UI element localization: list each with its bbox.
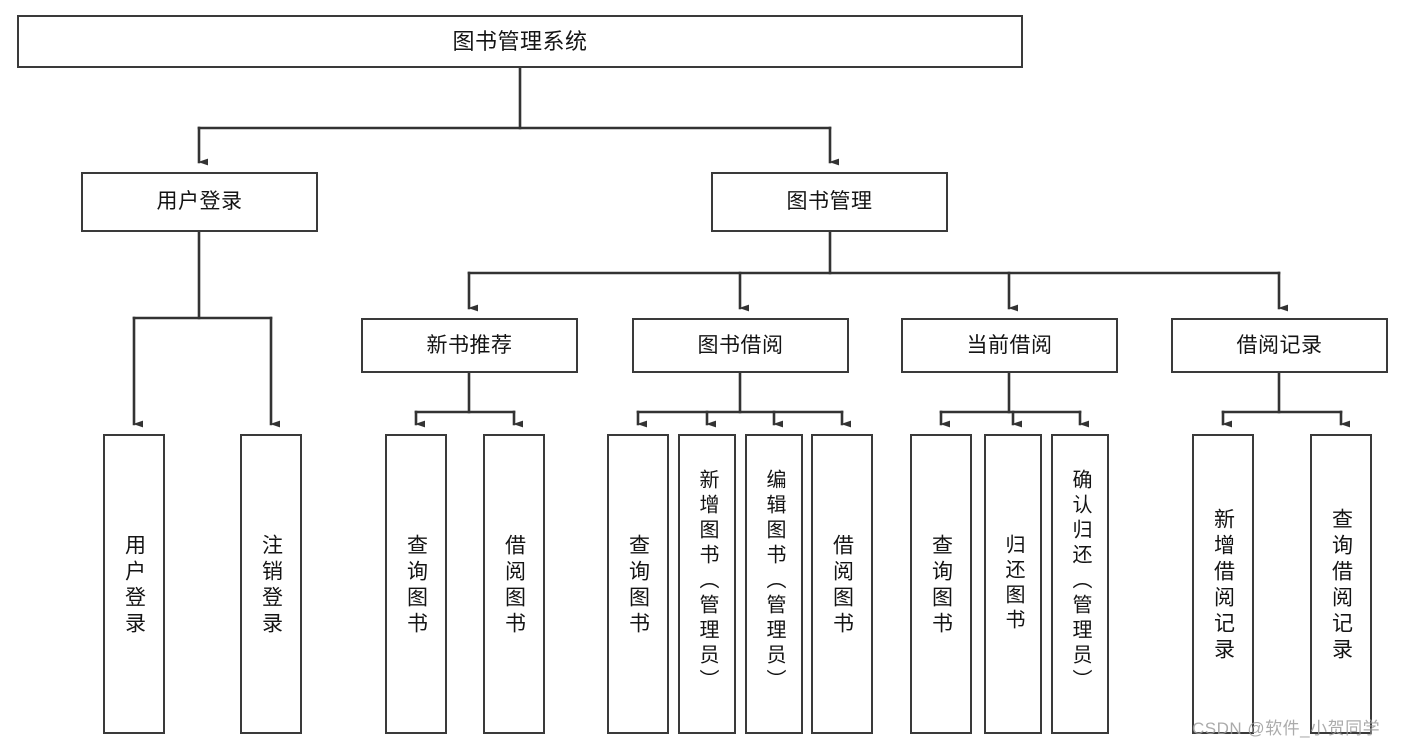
node-book-management[interactable]: 图书管理 [711, 172, 948, 232]
leaf-node-label: 查询图书 [929, 534, 953, 638]
leaf-node-label: 新增图书（管理员） [696, 469, 718, 694]
node-book-management-label: 图书管理 [786, 190, 873, 214]
leaf-node-label: 归还图书 [1002, 534, 1024, 634]
leaf-node[interactable]: 新增借阅记录 [1192, 434, 1254, 734]
node-new-book-recommendation-label: 新书推荐 [426, 333, 513, 357]
leaf-node[interactable]: 新增图书（管理员） [678, 434, 736, 734]
leaf-node[interactable]: 编辑图书（管理员） [745, 434, 803, 734]
leaf-node-label: 查询图书 [404, 534, 428, 638]
node-root-label: 图书管理系统 [452, 28, 588, 54]
leaf-node-label: 编辑图书（管理员） [763, 469, 785, 694]
csdn-watermark: CSDN @软件_小贺同学 [1192, 719, 1381, 738]
leaf-node[interactable]: 用户登录 [103, 434, 165, 734]
node-root-book-management-system[interactable]: 图书管理系统 [17, 15, 1023, 68]
node-borrowing-records-label: 借阅记录 [1236, 333, 1323, 357]
node-borrowing-records[interactable]: 借阅记录 [1171, 318, 1388, 373]
leaf-node-label: 用户登录 [122, 534, 146, 638]
leaf-node[interactable]: 借阅图书 [483, 434, 545, 734]
leaf-node-label: 新增借阅记录 [1211, 508, 1235, 664]
leaf-node[interactable]: 注销登录 [240, 434, 302, 734]
leaf-node[interactable]: 归还图书 [984, 434, 1042, 734]
leaf-node-label: 查询图书 [626, 534, 650, 638]
leaf-node[interactable]: 查询图书 [607, 434, 669, 734]
node-book-borrowing[interactable]: 图书借阅 [632, 318, 849, 373]
leaf-node[interactable]: 借阅图书 [811, 434, 873, 734]
node-user-login[interactable]: 用户登录 [81, 172, 318, 232]
leaf-node-label: 注销登录 [259, 534, 283, 638]
leaf-node[interactable]: 查询图书 [385, 434, 447, 734]
node-user-login-label: 用户登录 [156, 190, 243, 214]
leaf-node-label: 查询借阅记录 [1329, 508, 1353, 664]
leaf-node[interactable]: 查询图书 [910, 434, 972, 734]
leaf-node-label: 确认归还（管理员） [1069, 469, 1091, 694]
node-new-book-recommendation[interactable]: 新书推荐 [361, 318, 578, 373]
node-current-borrowing-label: 当前借阅 [966, 333, 1053, 357]
leaf-node[interactable]: 查询借阅记录 [1310, 434, 1372, 734]
leaf-node-label: 借阅图书 [502, 534, 526, 638]
leaf-node-label: 借阅图书 [830, 534, 854, 638]
node-current-borrowing[interactable]: 当前借阅 [901, 318, 1118, 373]
node-book-borrowing-label: 图书借阅 [697, 333, 784, 357]
leaf-node[interactable]: 确认归还（管理员） [1051, 434, 1109, 734]
